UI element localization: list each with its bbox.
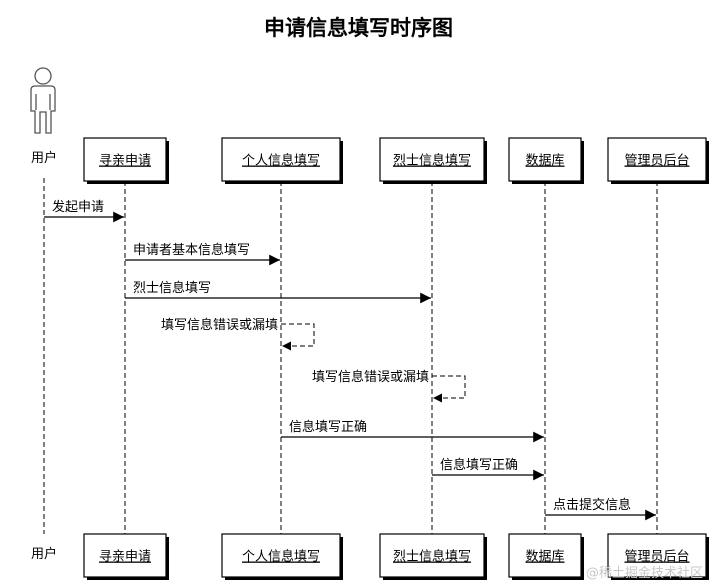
message-label: 发起申请 (52, 199, 104, 215)
participant-box-bottom-5 (607, 533, 707, 578)
actor-label-bottom: 用户 (31, 546, 57, 562)
message-label: 信息填写正确 (440, 457, 518, 473)
user-actor-icon (30, 67, 56, 134)
participant-box-top-4 (508, 137, 582, 182)
participant-label-top-3: 烈士信息填写 (393, 153, 471, 169)
participant-box-top-2 (221, 137, 341, 182)
participant-label-bottom-5: 管理员后台 (624, 550, 689, 565)
participant-label-top-4: 数据库 (525, 153, 564, 169)
participant-box-bottom-1 (83, 533, 167, 578)
message-label: 点击提交信息 (553, 497, 631, 513)
participant-box-bottom-2 (221, 533, 341, 578)
participant-label-bottom-4: 数据库 (525, 549, 564, 565)
message-arrow-self (432, 375, 466, 403)
participant-box-bottom-4 (508, 533, 582, 578)
message-label: 申请者基本信息填写 (133, 242, 250, 258)
participant-label-bottom-1: 寻亲申请 (99, 550, 151, 565)
message-arrow-self (281, 323, 315, 351)
participant-box-bottom-3 (379, 533, 485, 578)
message-label: 填写信息错误或漏填 (312, 369, 429, 385)
participant-box-top-3 (379, 137, 485, 182)
participant-box-top-1 (83, 137, 167, 182)
participant-label-top-5: 管理员后台 (624, 154, 689, 169)
actor-label-top: 用户 (31, 150, 57, 166)
participant-label-top-2: 个人信息填写 (242, 153, 320, 169)
message-label: 烈士信息填写 (133, 280, 211, 296)
participant-label-bottom-3: 烈士信息填写 (393, 549, 471, 565)
participant-label-top-1: 寻亲申请 (99, 154, 151, 169)
participant-label-bottom-2: 个人信息填写 (242, 549, 320, 565)
diagram-title: 申请信息填写时序图 (264, 16, 453, 40)
message-label: 填写信息错误或漏填 (161, 317, 278, 333)
participant-box-top-5 (607, 137, 707, 182)
watermark: @稀土掘金技术社区 (585, 566, 703, 581)
message-label: 信息填写正确 (289, 419, 367, 435)
